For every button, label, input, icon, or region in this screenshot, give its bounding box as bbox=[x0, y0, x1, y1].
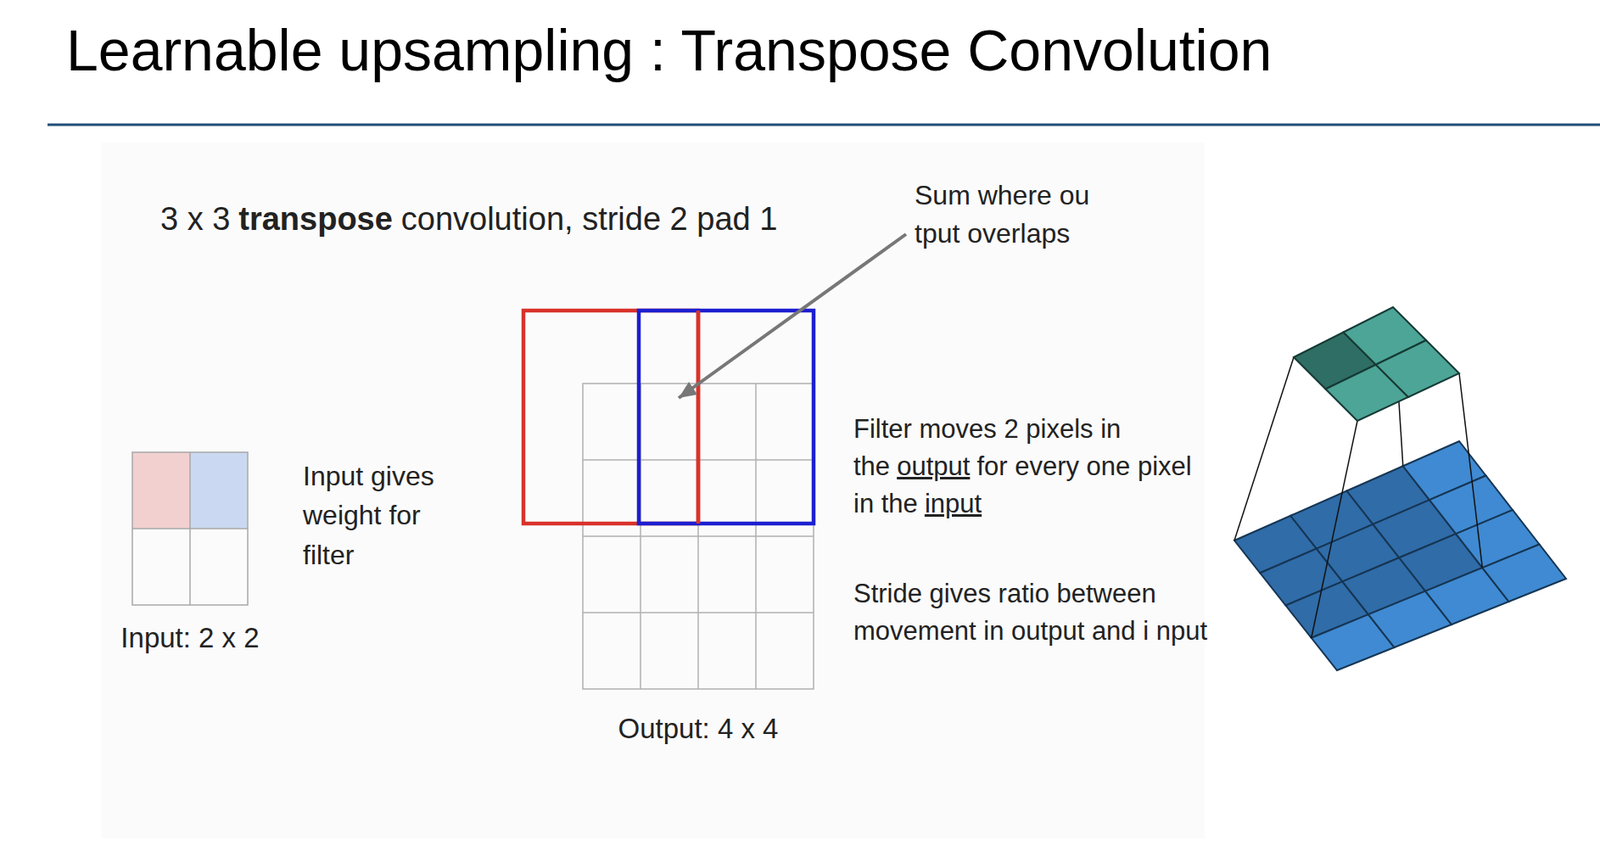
transpose-conv-3d bbox=[1234, 307, 1567, 671]
slide-title: Learnable upsampling : Transpose Convolu… bbox=[66, 16, 1272, 84]
note-part: output bbox=[896, 451, 970, 482]
note-paragraph: Stride gives ratio between movement in o… bbox=[853, 575, 1219, 650]
figure-ground bbox=[101, 142, 1205, 839]
input-grid-node: Input: 2 x 2 bbox=[132, 452, 248, 605]
subtitle-part: transpose bbox=[238, 201, 393, 237]
subtitle-part: convolution, stride 2 pad 1 bbox=[401, 201, 778, 237]
note-paragraph: Filter moves 2 pixels in theoutputfor ev… bbox=[853, 410, 1219, 523]
note-part: input bbox=[924, 488, 982, 519]
callout-note: Sum where ou tput overlaps bbox=[914, 176, 1112, 253]
red-filter-box bbox=[523, 310, 699, 524]
blue-filter-box bbox=[638, 310, 814, 524]
edge-label: Input gives weight for filter bbox=[302, 456, 448, 575]
subtitle: 3 x 3transposeconvolution, stride 2 pad … bbox=[160, 201, 786, 238]
title-rule bbox=[47, 123, 1600, 127]
red-filter-edge bbox=[696, 310, 701, 524]
grid-caption: Input: 2 x 2 bbox=[120, 621, 259, 655]
grid-caption: Output: 4 x 4 bbox=[618, 712, 779, 745]
input-grid bbox=[132, 452, 248, 605]
leader-line bbox=[678, 234, 907, 398]
leader-head bbox=[678, 381, 698, 398]
output-grid-node: Output: 4 x 4 bbox=[523, 308, 814, 689]
subtitle-part: 3 x 3 bbox=[160, 201, 230, 237]
